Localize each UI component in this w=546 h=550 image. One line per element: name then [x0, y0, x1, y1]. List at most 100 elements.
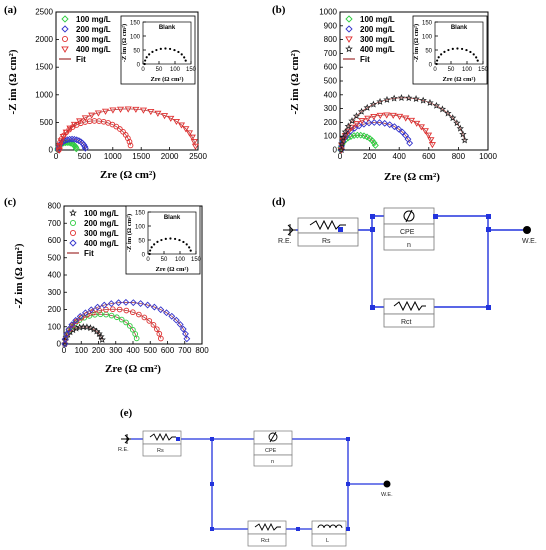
b-legend-label: 400 mg/L — [360, 45, 395, 54]
a-point — [160, 113, 169, 120]
resistor-rct-d — [383, 298, 435, 328]
b-inset-x-tick-label: 0 — [433, 67, 437, 73]
c-inset-x-tick-label: 150 — [191, 257, 202, 263]
b-point — [364, 115, 372, 122]
c-point — [133, 335, 140, 342]
c-point — [156, 330, 163, 337]
label-n-d: n — [407, 242, 411, 249]
c-point — [115, 299, 123, 307]
a-y-tick-label: 0 — [49, 146, 54, 155]
b-x-axis-label: Zre (Ω cm²) — [384, 171, 440, 183]
c-point — [108, 312, 115, 319]
b-point — [419, 96, 427, 104]
b-legend-marker — [345, 15, 353, 23]
node-e-8 — [296, 527, 300, 531]
a-inset-x-tick-label: 0 — [141, 67, 145, 73]
b-point — [405, 94, 413, 102]
node-d-6 — [486, 227, 491, 232]
a-legend-label: 200 mg/L — [76, 25, 111, 34]
c-y-tick-label: 800 — [48, 202, 62, 211]
b-point — [459, 130, 467, 138]
b-inset-point — [437, 56, 440, 59]
node-d-5 — [486, 214, 491, 219]
label-rct-e: Rct — [261, 538, 270, 544]
working-electrode-dot-e — [383, 480, 391, 488]
b-legend-label: 200 mg/L — [360, 25, 395, 34]
b-x-tick-label: 1000 — [479, 152, 497, 161]
c-inset-point — [185, 243, 188, 246]
b-legend-marker — [345, 25, 353, 33]
a-x-tick-label: 0 — [54, 152, 59, 161]
c-legend-label: 400 mg/L — [84, 239, 119, 248]
c-legend-marker — [69, 229, 76, 236]
b-point — [358, 118, 366, 125]
b-point — [453, 119, 461, 127]
a-inset-x-tick-label: 150 — [186, 67, 197, 73]
a-point — [67, 139, 75, 147]
a-inset-x-tick-label: 50 — [156, 67, 163, 73]
a-point — [101, 108, 110, 115]
c-x-tick-label: 300 — [109, 346, 123, 355]
a-inset-y-tick-label: 0 — [137, 63, 141, 69]
a-point — [81, 144, 89, 152]
b-y-tick-label: 500 — [324, 77, 338, 86]
a-legend-marker — [61, 25, 69, 33]
b-inset-point — [469, 50, 472, 54]
c-y-axis-label: -Z im (Ω cm²) — [13, 243, 25, 308]
a-x-tick-label: 2000 — [161, 152, 179, 161]
a-legend-label: 100 mg/L — [76, 15, 111, 24]
reference-electrode-arrow-e — [121, 434, 131, 444]
c-point — [98, 335, 106, 343]
a-inset-point — [159, 47, 162, 51]
c-inset-point — [169, 237, 172, 240]
a-x-tick-label: 1000 — [104, 152, 122, 161]
b-inset-point — [465, 48, 468, 52]
c-x-tick-label: 200 — [92, 346, 106, 355]
a-point — [72, 145, 80, 153]
b-inset-point — [443, 50, 446, 53]
c-point — [168, 312, 176, 320]
a-point — [62, 129, 70, 136]
b-point — [413, 120, 421, 127]
c-y-tick-label: 100 — [48, 322, 62, 331]
c-x-tick-label: 100 — [75, 346, 89, 355]
a-inset-y-tick-label: 100 — [130, 35, 141, 41]
b-point — [341, 128, 349, 136]
b-point — [371, 141, 379, 149]
b-inset-point — [472, 53, 475, 56]
c-legend-label: 100 mg/L — [84, 209, 119, 218]
b-legend-marker — [345, 36, 353, 43]
c-inset-point — [188, 246, 191, 249]
a-point — [73, 136, 81, 144]
c-point — [118, 316, 125, 323]
a-point — [66, 125, 74, 132]
a-point — [72, 143, 80, 151]
a-point — [66, 135, 74, 143]
b-inset-y-tick-label: 100 — [422, 35, 433, 41]
b-inset-y-tick-label: 0 — [429, 63, 433, 69]
a-inset-point — [148, 53, 151, 56]
c-series-3 — [61, 298, 191, 348]
a-inset-point — [183, 56, 186, 59]
a-point — [70, 135, 78, 143]
a-y-tick-label: 1500 — [35, 63, 53, 72]
b-legend-label: 100 mg/L — [360, 15, 395, 24]
c-inset-point — [189, 249, 192, 252]
b-point — [383, 95, 391, 103]
c-point — [129, 299, 137, 307]
b-point — [395, 125, 403, 133]
b-inset-title: Blank — [451, 25, 468, 31]
b-y-tick-label: 600 — [324, 63, 338, 72]
c-point — [97, 332, 105, 340]
b-inset-point — [460, 47, 464, 51]
c-point — [97, 311, 104, 318]
a-point — [191, 143, 200, 150]
c-y-tick-label: 600 — [48, 236, 62, 245]
a-x-tick-label: 2500 — [189, 152, 207, 161]
a-point — [126, 138, 133, 145]
c-inset-y-tick-label: 150 — [135, 211, 146, 217]
a-inset-point — [177, 50, 180, 54]
